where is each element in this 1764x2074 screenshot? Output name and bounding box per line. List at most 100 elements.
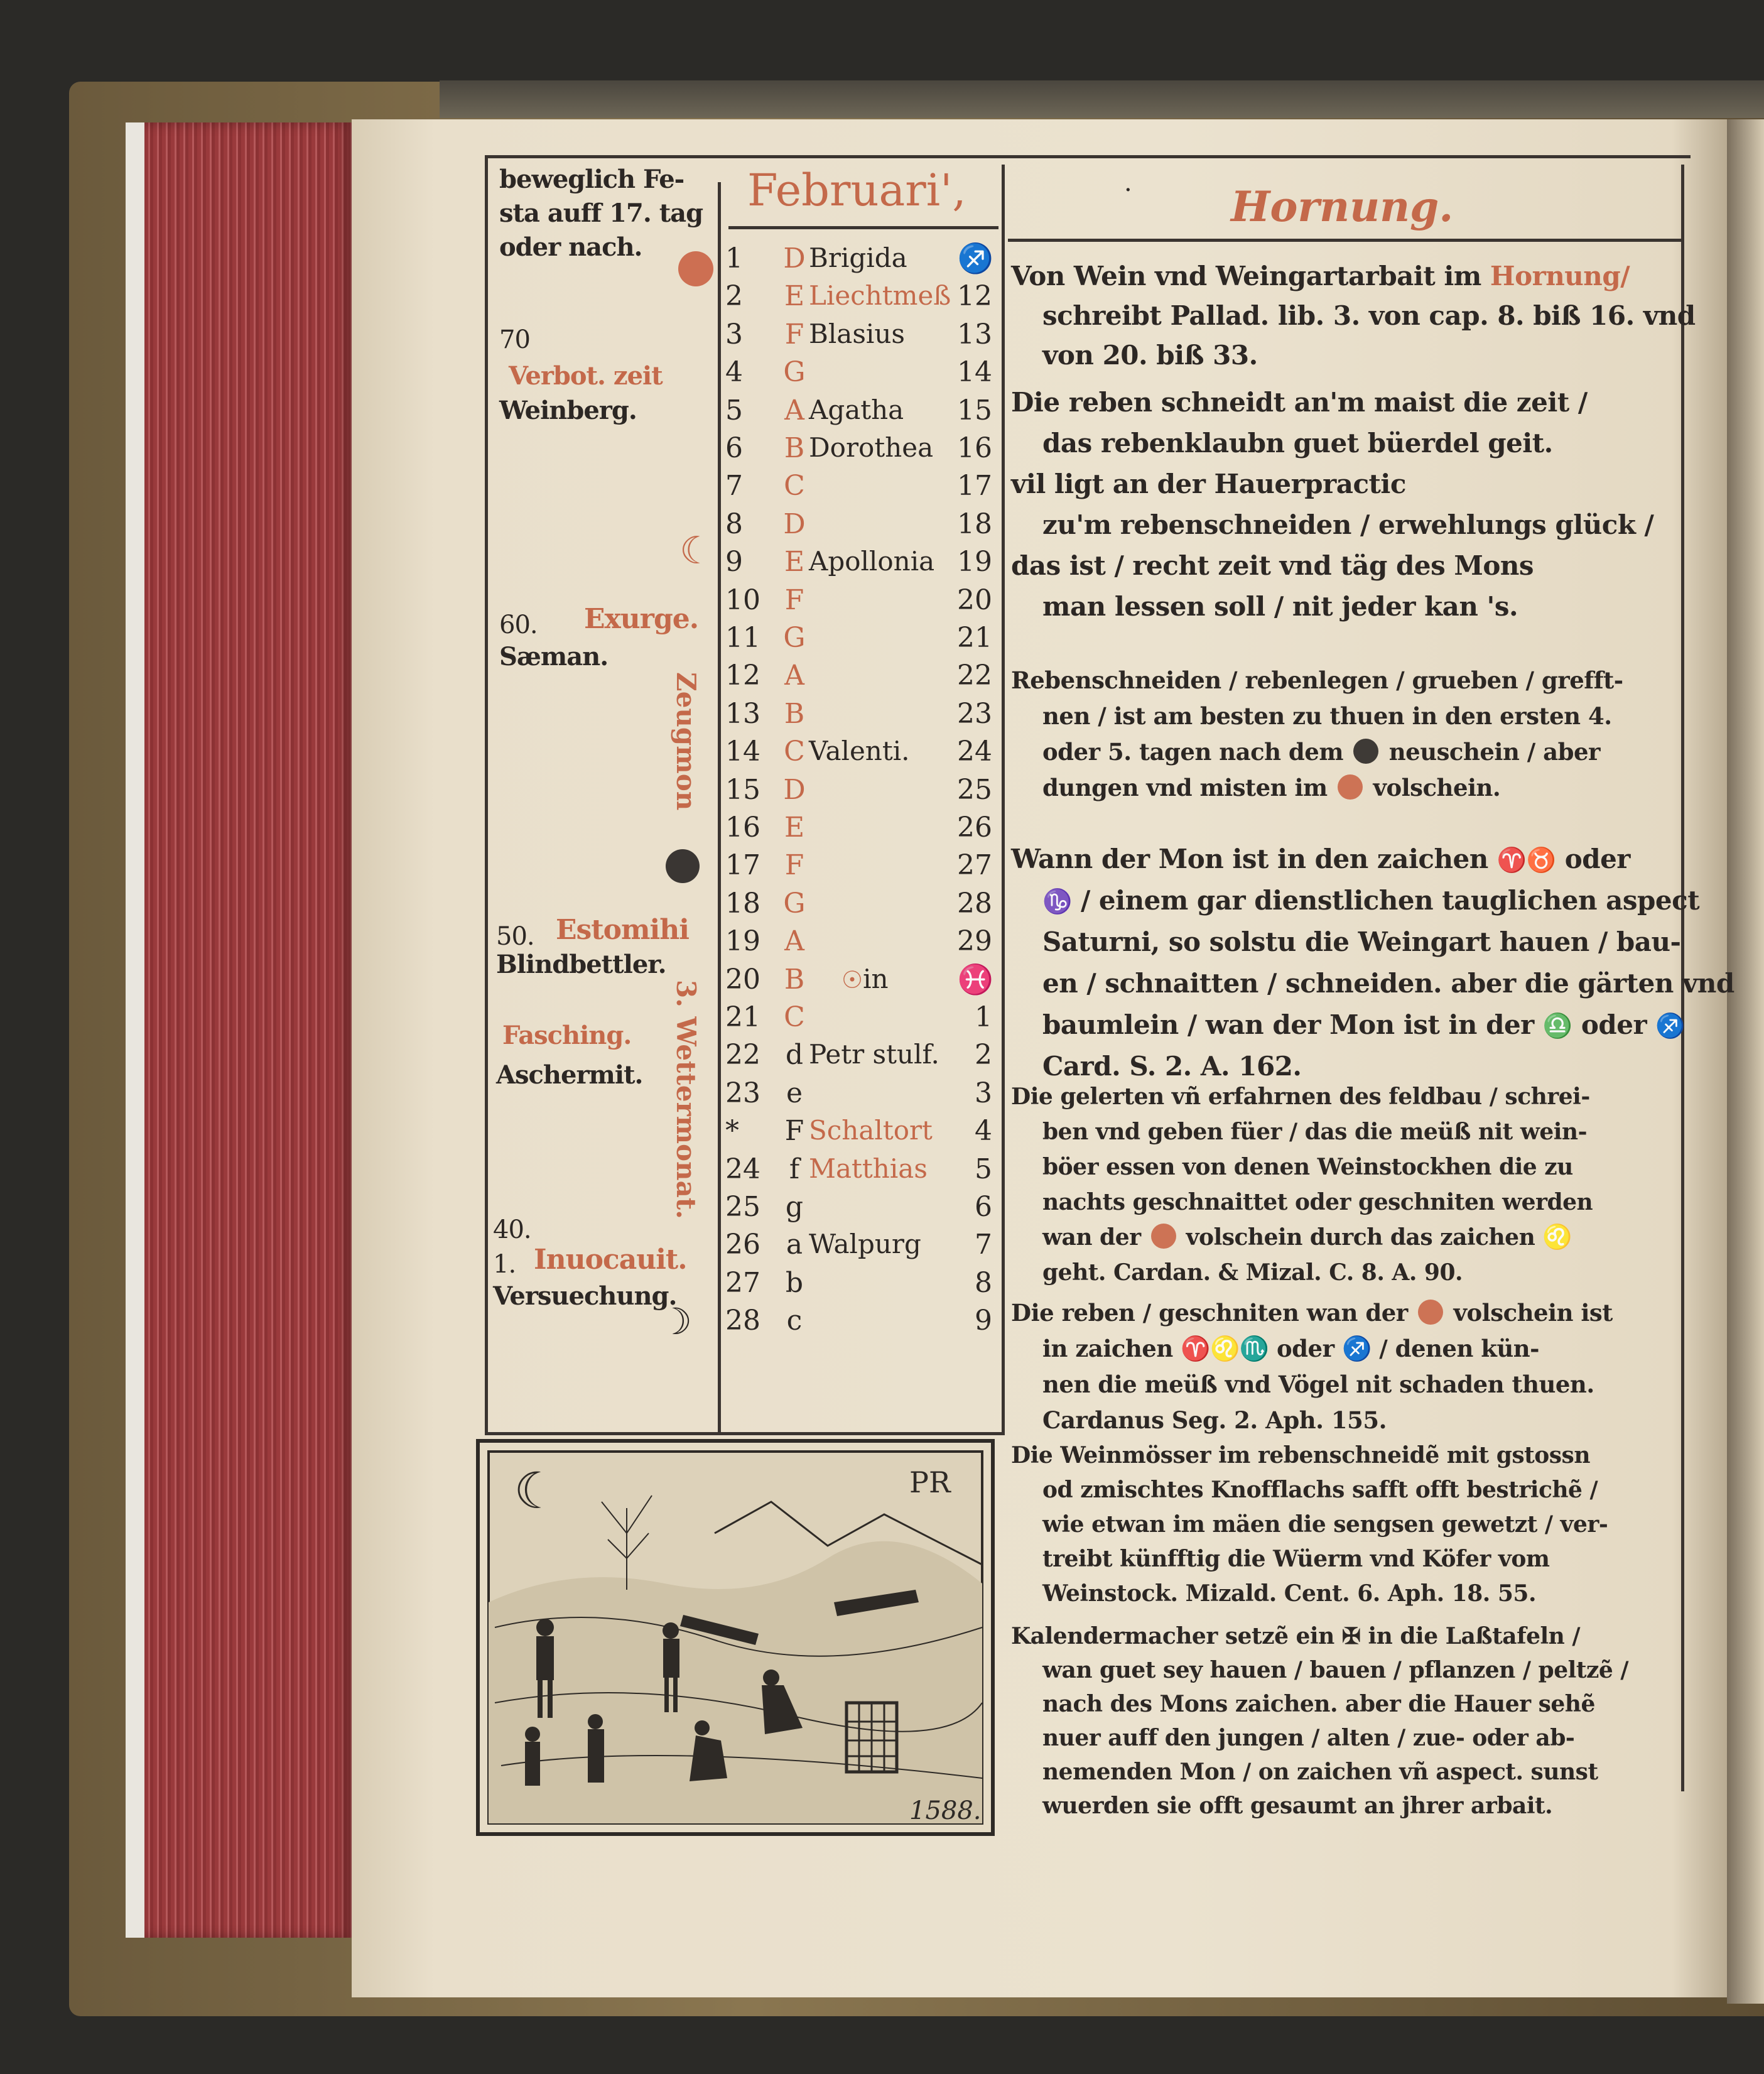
dominical-letter: D — [783, 242, 806, 274]
moon-age-number: 23 — [957, 697, 992, 730]
text-segment: Weinstock. Mizald. Cent. 6. Aph. 18. 55. — [1042, 1580, 1536, 1607]
text-segment: das ist / recht zeit vnd täg des Mons — [1011, 550, 1534, 581]
aries-icon: ♈ — [1181, 1334, 1210, 1362]
inuocauit: Inuocauit. — [534, 1244, 688, 1276]
day-number: 3 — [725, 318, 743, 350]
text-segment: zu'm rebenschneiden / erwehlungs glück / — [1042, 509, 1654, 540]
text-segment: wuerden sie offt gesaumt an jhrer arbait… — [1042, 1793, 1553, 1819]
saint-name: Schaltort — [809, 1115, 933, 1146]
day-number: * — [725, 1115, 739, 1148]
moon-age-number: 3 — [975, 1077, 992, 1109]
full-moon-icon — [1418, 1300, 1444, 1325]
calendar-left-rule — [718, 182, 721, 1435]
day-number: 16 — [725, 812, 760, 844]
text-line: nachts geschnaittet oder geschniten werd… — [1011, 1185, 1677, 1220]
day-number: 10 — [725, 584, 760, 616]
text-paragraph: Die Weinmösser im rebenschneidẽ mit gsto… — [1011, 1438, 1677, 1611]
dominical-letter: D — [783, 508, 806, 540]
dominical-letter: C — [784, 1001, 805, 1033]
saint-name: in — [863, 963, 889, 994]
text-segment: geht. Cardan. & Mizal. C. 8. A. 90. — [1042, 1259, 1463, 1286]
moon-age-number: 19 — [957, 546, 992, 578]
moon-age-number: 15 — [957, 394, 992, 426]
text-segment: wan der — [1042, 1224, 1149, 1251]
saint-name: Blasius — [809, 318, 905, 349]
movable-feasts-line-1: beweglich Fe- — [499, 165, 684, 194]
day-number: 7 — [725, 470, 743, 502]
saint-name: Apollonia — [809, 546, 935, 577]
text-segment: / denen kün- — [1371, 1335, 1540, 1362]
calendar-header-rule — [728, 226, 998, 229]
day-number: 2 — [725, 280, 743, 313]
text-segment: man lessen soll / nit jeder kan 's. — [1042, 591, 1518, 622]
day-number: 18 — [725, 887, 760, 920]
full-moon-icon — [1150, 1224, 1176, 1249]
moon-age-number: 22 — [957, 660, 992, 692]
dominical-letter: f — [789, 1153, 800, 1185]
moon-age-number: 27 — [957, 849, 992, 882]
text-segment: en / schnaitten / schneiden. aber die gä… — [1042, 968, 1734, 999]
text-segment: schreibt Pallad. lib. 3. von cap. 8. biß… — [1042, 300, 1696, 331]
text-line: wie etwan im mäen die sengsen gewetzt / … — [1011, 1507, 1677, 1542]
text-line: geht. Cardan. & Mizal. C. 8. A. 90. — [1011, 1255, 1677, 1290]
day-number: 6 — [725, 432, 743, 464]
moon-age-number: 7 — [975, 1229, 992, 1261]
estomihi: Estomihi — [556, 914, 690, 946]
text-line: Kalendermacher setzẽ ein ✠ in die Laßtaf… — [1011, 1619, 1677, 1653]
dominical-letter: G — [783, 356, 806, 389]
text-segment: Card. S. 2. A. 162. — [1042, 1051, 1302, 1082]
waning-moon-icon: ☽ — [659, 1300, 692, 1343]
text-segment: oder 5. tagen nach dem — [1042, 738, 1351, 766]
saint-name: Walpurg — [809, 1229, 921, 1260]
text-segment: treibt künfftig die Wüerm vnd Köfer vom — [1042, 1546, 1550, 1572]
text-segment: oder — [1556, 844, 1631, 874]
text-segment: Die Weinmösser im rebenschneidẽ mit gsto… — [1011, 1442, 1591, 1469]
text-line: Von Wein vnd Weingartarbait im Hornung/ — [1011, 256, 1677, 296]
day-number: 21 — [725, 1001, 760, 1033]
frame-bottom-rule — [485, 1432, 1005, 1435]
zeugmon-vertical: Zeugmon — [671, 672, 701, 811]
dominical-letter: F — [784, 584, 804, 616]
day-number: 1 — [725, 242, 743, 274]
text-segment: baumlein / wan der Mon ist in der — [1042, 1009, 1543, 1040]
exurge: Exurge. — [584, 603, 699, 635]
text-segment: volschein ist — [1446, 1299, 1613, 1327]
dominical-letter: a — [786, 1229, 803, 1261]
text-segment: Saturni, so solstu die Weingart hauen / … — [1042, 926, 1681, 957]
dominical-letter: A — [784, 394, 804, 426]
full-moon-icon — [678, 251, 713, 286]
dominical-letter: e — [786, 1077, 803, 1109]
text-line: in zaichen ♈♌♏ oder ♐ / denen kün- — [1011, 1331, 1677, 1367]
day-number: 5 — [725, 394, 743, 426]
dominical-letter: c — [786, 1305, 803, 1337]
dominical-letter: G — [783, 887, 806, 920]
text-line: Die reben schneidt an'm maist die zeit / — [1011, 382, 1677, 423]
aries-icon: ♈ — [1496, 845, 1527, 874]
text-segment: ben vnd geben füer / das die meüß nit we… — [1042, 1119, 1588, 1145]
text-line: Die Weinmösser im rebenschneidẽ mit gsto… — [1011, 1438, 1677, 1473]
text-segment: volschein. — [1365, 774, 1501, 801]
dominical-letter: d — [785, 1039, 804, 1072]
text-segment: von 20. biß 33. — [1042, 340, 1258, 371]
month-title-hornung: Hornung. — [1231, 182, 1454, 231]
day-number: 9 — [725, 546, 743, 578]
text-line: vil ligt an der Hauerpractic — [1011, 464, 1677, 504]
sagittarius-icon: ♐ — [1341, 1334, 1372, 1362]
text-line: ♑ / einem gar dienstlichen tauglichen as… — [1011, 880, 1700, 921]
moon-age-number: 26 — [957, 812, 992, 844]
day-number: 14 — [725, 736, 760, 768]
text-paragraph: Die reben schneidt an'm maist die zeit /… — [1011, 382, 1677, 627]
page-edge-white — [126, 122, 146, 1938]
text-line: nach des Mons zaichen. aber die Hauer se… — [1011, 1687, 1677, 1721]
month-title-februari: Februari', — [747, 165, 966, 216]
text-line: nuer auff den jungen / alten / zue- oder… — [1011, 1721, 1677, 1755]
fasching: Fasching. — [502, 1021, 632, 1050]
